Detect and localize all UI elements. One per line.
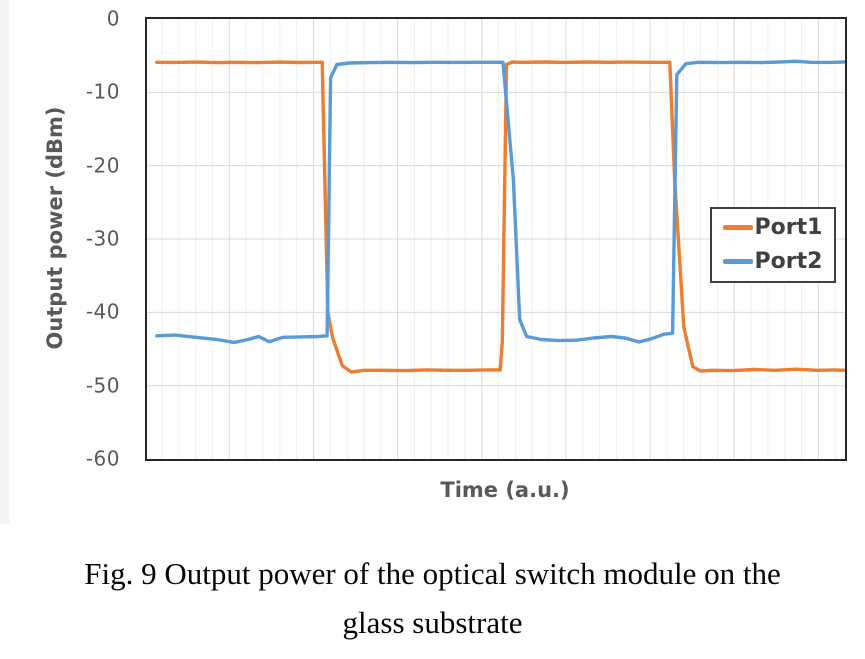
legend-label-port1: Port1 [754,215,823,240]
x-axis-title: Time (a.u.) [440,478,570,502]
y-axis-tick-labels: 0 -10 -20 -30 -40 -50 -60 [0,0,120,520]
y-tick-label: -20 [85,153,120,178]
y-tick-label: -60 [85,446,120,471]
legend-swatch-port2 [722,259,753,264]
series-line-port1 [154,59,845,374]
y-tick-label: -10 [85,79,120,104]
figure-caption-line2: glass substrate [342,605,523,640]
legend-label-port2: Port2 [754,249,823,274]
legend-item-port1: Port1 [722,215,834,240]
legend-item-port2: Port2 [722,249,834,274]
legend-swatch-port1 [722,225,753,230]
series-line-port2 [154,59,845,344]
y-tick-label: -50 [85,373,120,398]
y-tick-label: -40 [85,299,120,324]
page-margin-strip [0,0,9,524]
y-tick-label: -30 [85,226,120,251]
figure-caption: Fig. 9 Output power of the optical switc… [0,549,865,647]
figure-caption-line1: Fig. 9 Output power of the optical switc… [84,556,781,591]
y-tick-label: 0 [106,6,120,31]
